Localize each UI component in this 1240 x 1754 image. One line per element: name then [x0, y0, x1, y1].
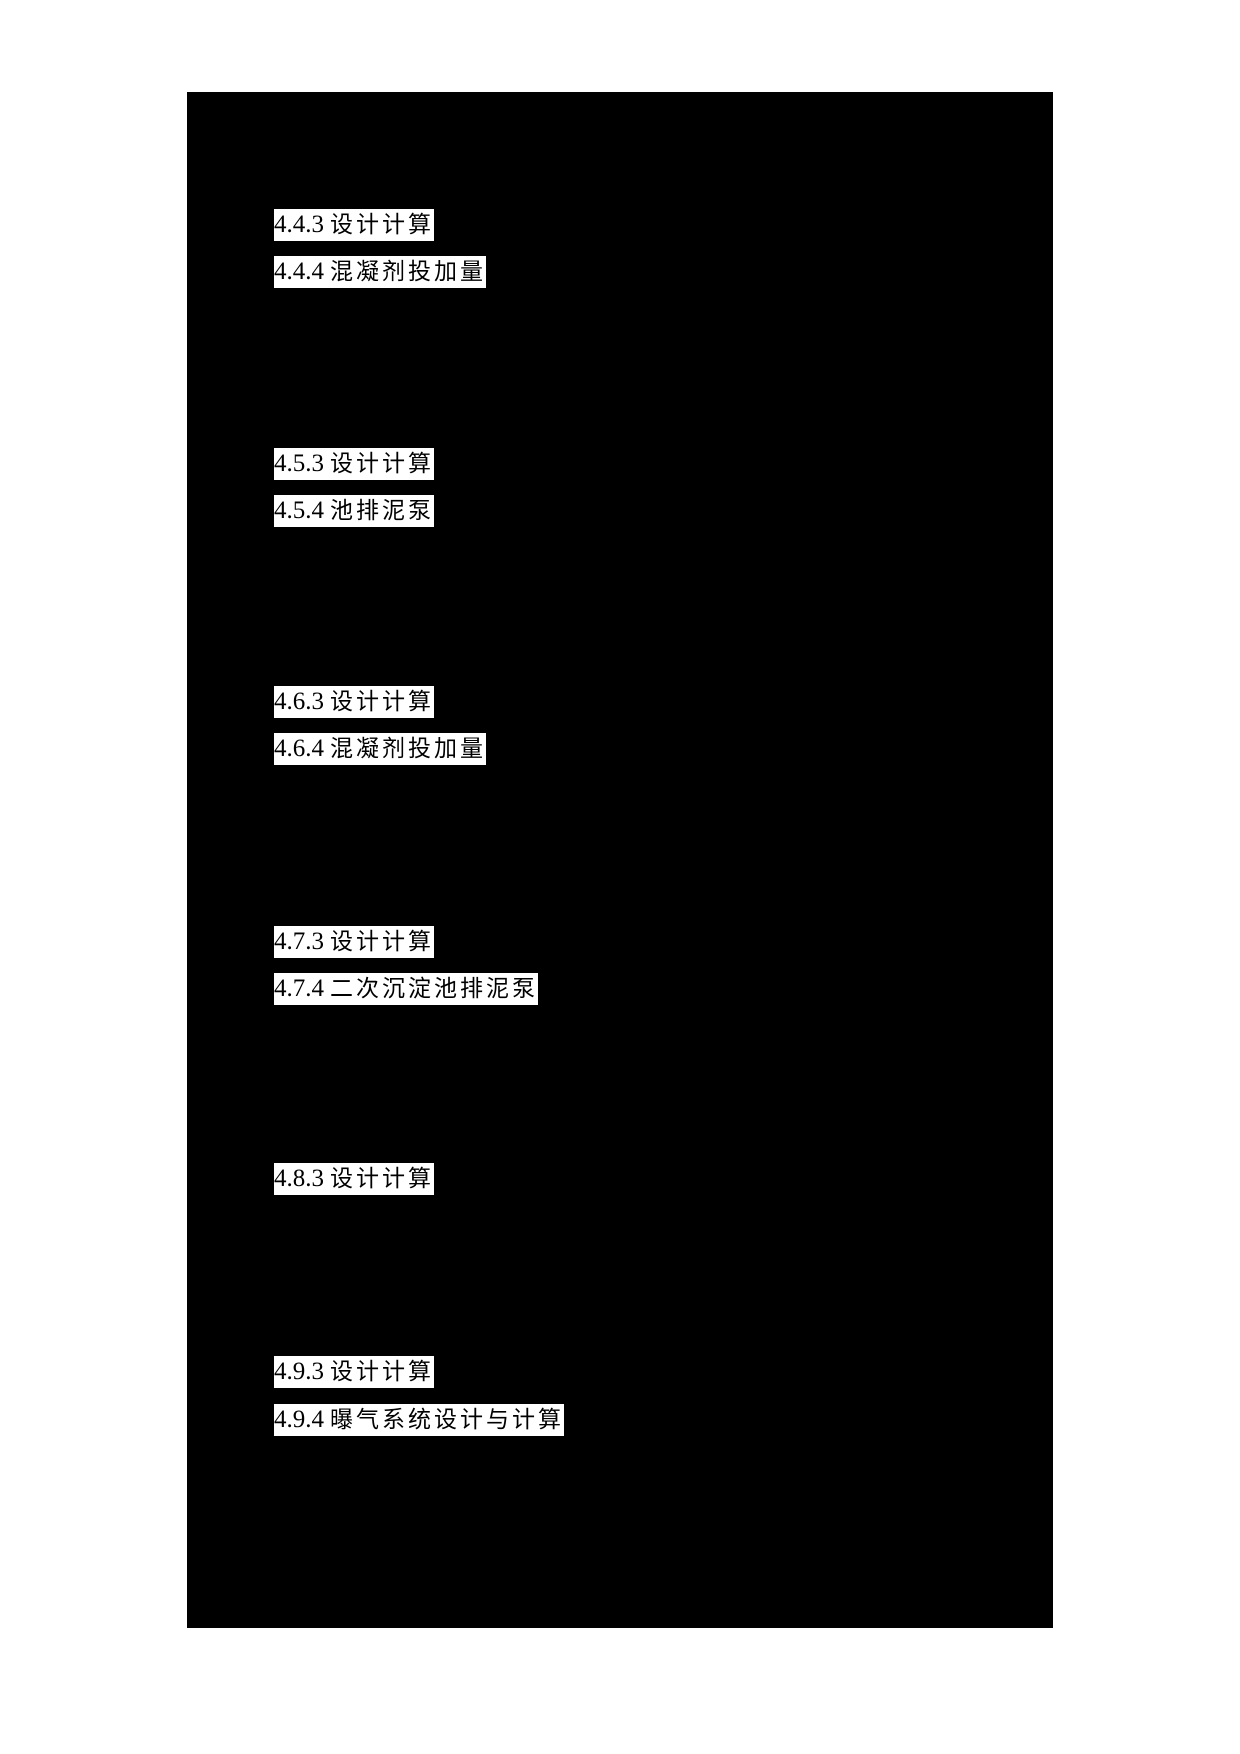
section-title: 混凝剂投加量 [327, 733, 486, 765]
section-number: 4.7.3 [274, 926, 327, 958]
section-number: 4.6.3 [274, 686, 327, 718]
section-title: 二次沉淀池排泥泵 [327, 973, 538, 1005]
section-number: 4.5.4 [274, 495, 327, 527]
section-title: 设计计算 [327, 1163, 434, 1195]
section-number: 4.9.3 [274, 1356, 327, 1388]
section-title: 设计计算 [327, 1356, 434, 1388]
section-title: 设计计算 [327, 448, 434, 480]
section-title: 设计计算 [327, 686, 434, 718]
redacted-page-area [187, 92, 1053, 1628]
section-number: 4.8.3 [274, 1163, 327, 1195]
section-title: 曝气系统设计与计算 [327, 1404, 564, 1436]
section-title: 池排泥泵 [327, 495, 434, 527]
section-number: 4.4.3 [274, 209, 327, 241]
section-number: 4.5.3 [274, 448, 327, 480]
section-number: 4.9.4 [274, 1404, 327, 1436]
section-title: 混凝剂投加量 [327, 256, 486, 288]
section-number: 4.7.4 [274, 973, 327, 1005]
section-number: 4.4.4 [274, 256, 327, 288]
section-title: 设计计算 [327, 926, 434, 958]
section-title: 设计计算 [327, 209, 434, 241]
section-number: 4.6.4 [274, 733, 327, 765]
